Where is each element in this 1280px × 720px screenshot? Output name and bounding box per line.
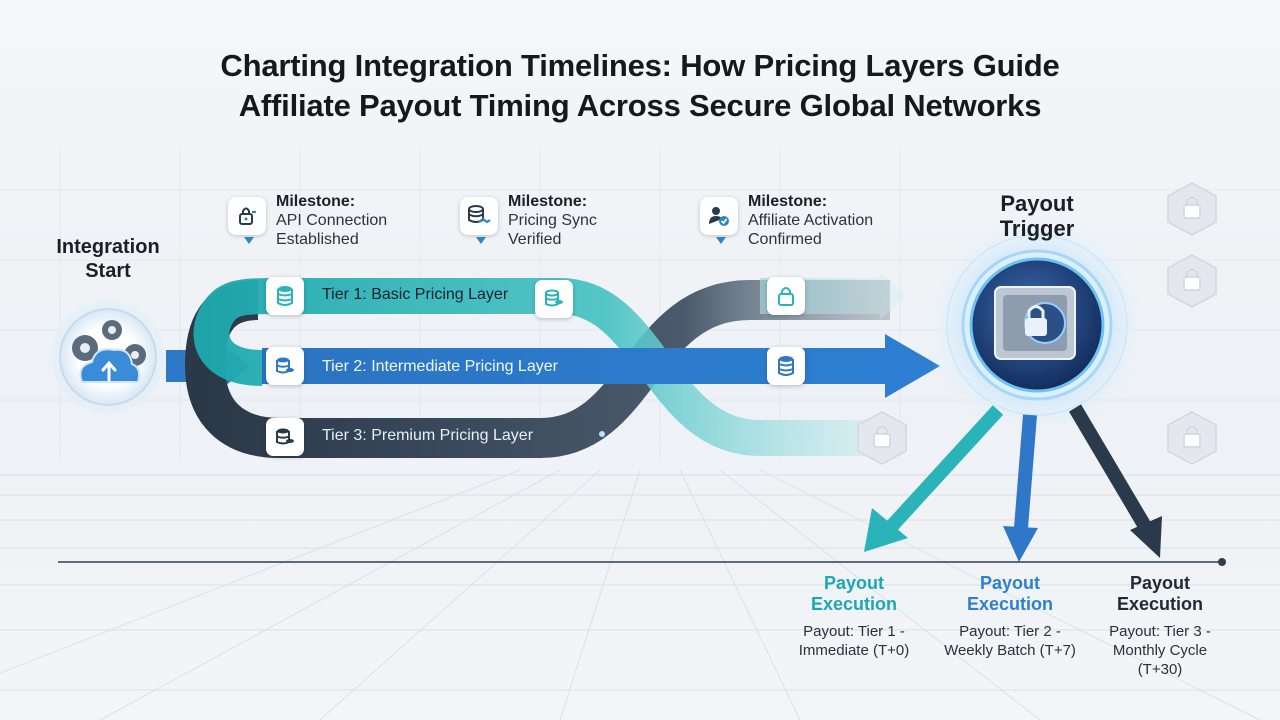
cloud-upload-icon xyxy=(79,348,141,383)
execution-heading-line-1: Payout xyxy=(1129,573,1190,593)
payout-execution-tier-3: Payout Execution Payout: Tier 3 - Monthl… xyxy=(1096,573,1224,679)
vault-icon xyxy=(994,286,1076,360)
milestone-api-connection: Milestone: API Connection Established xyxy=(228,193,388,249)
payout-arrow-tier-3 xyxy=(1068,404,1153,532)
execution-sub-line-1: Payout: Tier 3 - xyxy=(1109,623,1211,640)
tier-1-label: Tier 1: Basic Pricing Layer xyxy=(322,286,509,303)
milestone-line-1: API Connection xyxy=(276,212,388,229)
database-handshake-icon xyxy=(460,197,498,244)
execution-heading-line-2: Execution xyxy=(810,594,898,614)
database-icon xyxy=(767,347,805,385)
payout-arrow-tier-1 xyxy=(884,405,1004,533)
database-icon xyxy=(266,347,304,385)
user-check-icon xyxy=(700,197,738,244)
milestone-heading: Milestone: xyxy=(508,193,588,210)
title-line-2: Affiliate Payout Timing Across Secure Gl… xyxy=(238,88,1042,123)
execution-heading-line-1: Payout xyxy=(823,573,884,593)
execution-sub-line-1: Payout: Tier 2 - xyxy=(959,623,1061,640)
trigger-label-line-1: Payout xyxy=(1000,191,1074,216)
milestone-affiliate-activation: Milestone: Affiliate Activation Confirme… xyxy=(700,193,874,249)
lock-icon xyxy=(767,277,805,315)
coin-stack-icon xyxy=(535,280,573,318)
payout-execution-tier-1: Payout Execution Payout: Tier 1 - Immedi… xyxy=(794,573,914,660)
lock-icon xyxy=(228,197,266,244)
milestone-heading: Milestone: xyxy=(748,193,828,210)
title-line-1: Charting Integration Timelines: How Pric… xyxy=(220,48,1060,83)
execution-sub-line-2: Weekly Batch (T+7) xyxy=(944,642,1076,659)
payout-trigger-node xyxy=(925,213,1149,437)
database-icon xyxy=(266,277,304,315)
start-label-line-1: Integration xyxy=(56,236,160,258)
execution-heading-line-2: Execution xyxy=(1116,594,1204,614)
execution-sub-line-3: (T+30) xyxy=(1137,661,1183,678)
hex-lock-icons xyxy=(857,182,1217,465)
milestone-line-2: Confirmed xyxy=(748,231,822,248)
milestone-line-1: Pricing Sync xyxy=(508,212,597,229)
page-title: Charting Integration Timelines: How Pric… xyxy=(0,46,1280,126)
sparkle xyxy=(599,431,605,437)
execution-sub-line-2: Monthly Cycle xyxy=(1112,642,1208,659)
database-icon xyxy=(266,418,304,456)
execution-sub-line-1: Payout: Tier 1 - xyxy=(803,623,905,640)
tier-2-label: Tier 2: Intermediate Pricing Layer xyxy=(322,358,558,375)
integration-start-label: Integration Start xyxy=(48,235,168,283)
payout-trigger-label: Payout Trigger xyxy=(978,191,1096,241)
tier-3-label: Tier 3: Premium Pricing Layer xyxy=(322,427,534,444)
start-label-line-2: Start xyxy=(85,260,131,282)
timeline-end-dot xyxy=(1218,558,1226,566)
milestone-pricing-sync: Milestone: Pricing Sync Verified xyxy=(460,193,597,249)
milestone-line-2: Verified xyxy=(508,231,562,248)
payout-execution-tier-2: Payout Execution Payout: Tier 2 - Weekly… xyxy=(930,573,1090,660)
milestone-line-2: Established xyxy=(276,231,359,248)
integration-start-node xyxy=(52,301,164,413)
execution-heading-line-2: Execution xyxy=(966,594,1054,614)
milestone-heading: Milestone: xyxy=(276,193,356,210)
payout-arrow-tier-2 xyxy=(1014,414,1037,529)
execution-heading-line-1: Payout xyxy=(979,573,1040,593)
execution-sub-line-2: Immediate (T+0) xyxy=(798,642,910,659)
milestone-line-1: Affiliate Activation xyxy=(748,212,874,229)
trigger-label-line-2: Trigger xyxy=(999,216,1075,241)
floor-grid xyxy=(0,469,1280,720)
